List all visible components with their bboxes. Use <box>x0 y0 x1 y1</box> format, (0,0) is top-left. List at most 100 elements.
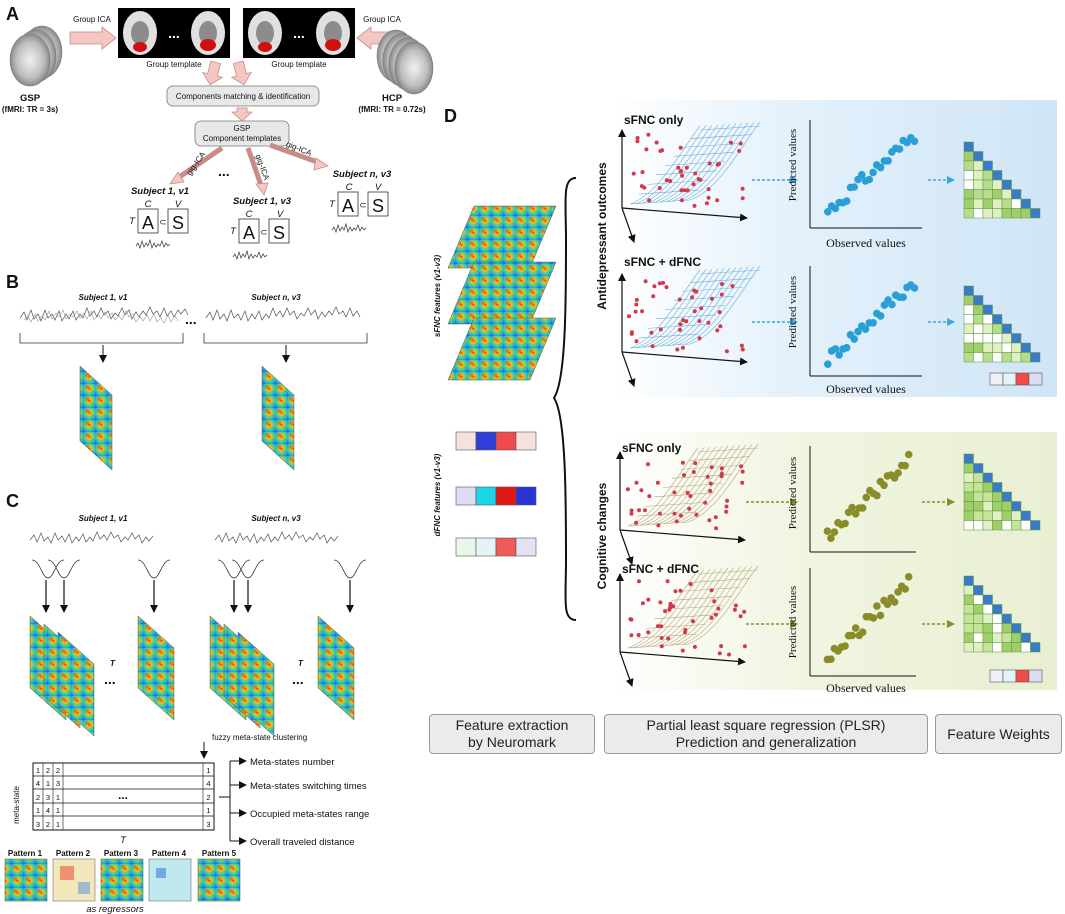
weight-cell <box>992 482 1003 493</box>
weight-cell <box>1011 208 1022 219</box>
cognitive-changes-label: Cognitive changes <box>595 482 609 589</box>
table-cell: 2 <box>206 793 210 802</box>
panel-c-left-title: Subject 1, v1 <box>79 514 128 523</box>
surface-point <box>703 500 708 505</box>
surface-point <box>646 132 651 137</box>
weight-cell <box>973 160 984 171</box>
y-axis-label-3: Predicted values <box>787 457 799 529</box>
weight-cell <box>992 520 1003 531</box>
surface-point <box>656 523 661 528</box>
weight-cell <box>973 333 984 344</box>
weight-cell <box>973 304 984 315</box>
table-cell: 3 <box>56 779 60 788</box>
surface-point <box>730 284 735 288</box>
weight-cell <box>982 482 993 493</box>
weight-cell <box>1001 352 1012 363</box>
weight-cell <box>992 604 1003 615</box>
sfnc-matrix-right <box>261 365 295 471</box>
weight-triangle-1 <box>963 141 1041 219</box>
dfnc-vector-1 <box>455 431 537 451</box>
weight-legend-1 <box>989 372 1043 386</box>
surface-point <box>684 319 689 324</box>
weight-cell <box>992 642 1003 653</box>
weight-cell <box>963 632 974 643</box>
weight-cell <box>982 510 993 521</box>
surface-point <box>634 302 639 307</box>
surface-point <box>655 480 660 485</box>
weight-cell <box>982 623 993 634</box>
panel-c-dots-right: ... <box>292 671 304 687</box>
template-dots-left: ... <box>168 25 180 41</box>
surface-point <box>674 519 679 524</box>
surface-point <box>693 461 698 466</box>
surface-point <box>658 149 663 153</box>
surface-point <box>652 284 657 289</box>
pattern-5-label: Pattern 5 <box>202 849 237 858</box>
scatter-point <box>851 510 860 518</box>
panel-b-label: B <box>6 272 19 292</box>
components-matching-label: Components matching & identification <box>176 92 310 101</box>
weight-cell <box>992 613 1003 624</box>
weight-cell <box>963 170 974 181</box>
surface-point <box>709 465 714 470</box>
sfnc-feature-v3 <box>447 317 557 381</box>
surface-point <box>680 345 685 350</box>
weight-cell <box>992 352 1003 363</box>
scatter-point <box>901 461 909 470</box>
gsp-brain-stack <box>9 25 63 87</box>
weight-cell <box>1001 179 1012 190</box>
surface-point <box>713 612 718 617</box>
surface-point <box>677 297 682 302</box>
weight-cell <box>963 510 974 521</box>
weight-cell <box>982 304 993 315</box>
pattern-3-label: Pattern 3 <box>104 849 139 858</box>
surface-point <box>732 607 737 612</box>
pattern-2-label: Pattern 2 <box>56 849 91 858</box>
surface-point <box>715 198 720 203</box>
surface-point <box>739 343 744 348</box>
gsp-dataset-label: GSP <box>20 93 41 104</box>
surface-point <box>719 644 724 649</box>
surface-point <box>678 145 683 150</box>
surface-point <box>680 648 685 653</box>
surface-point <box>644 147 649 152</box>
model-label-3: sFNC only <box>622 441 682 455</box>
surface-plot-1 <box>618 121 761 243</box>
scatter-point <box>861 325 870 334</box>
weight-cell <box>973 179 984 190</box>
weight-cell <box>982 352 993 363</box>
down-arrow-left <box>201 60 224 86</box>
weight-cell <box>1001 642 1012 653</box>
surface-point <box>698 177 703 182</box>
weight-cell <box>992 333 1003 344</box>
table-cell: 1 <box>36 806 40 815</box>
surface-point <box>628 617 633 622</box>
pattern-1-label: Pattern 1 <box>8 849 43 858</box>
weight-cell <box>973 632 984 643</box>
weight-cell <box>1011 198 1022 209</box>
weight-cell <box>992 323 1003 334</box>
table-cell: 2 <box>46 766 50 775</box>
weight-cell <box>963 352 974 363</box>
weight-cell <box>973 170 984 181</box>
surface-point <box>640 601 645 606</box>
weight-cell <box>1001 623 1012 634</box>
panel-c: C Subject 1, v1 Subject n, v3 T ... T ..… <box>4 491 369 914</box>
weight-cell <box>963 613 974 624</box>
t-label: T <box>230 226 237 237</box>
surface-point <box>637 508 641 513</box>
scatter-point <box>869 319 877 327</box>
weight-cell <box>982 642 993 653</box>
panel-c-label: C <box>6 491 19 511</box>
weight-cell <box>992 623 1003 634</box>
surface-point <box>679 188 684 193</box>
surface-point <box>715 162 720 167</box>
surface-point <box>678 327 682 332</box>
model-label-2: sFNC + dFNC <box>624 255 701 269</box>
scatter-point <box>894 469 902 477</box>
antidepressant-outcomes-label: Antidepressant outcomes <box>595 162 609 310</box>
subject-title: Subject 1, v3 <box>233 196 292 207</box>
surface-point <box>631 171 636 176</box>
surface-point <box>737 149 742 153</box>
surface-point <box>651 294 656 299</box>
